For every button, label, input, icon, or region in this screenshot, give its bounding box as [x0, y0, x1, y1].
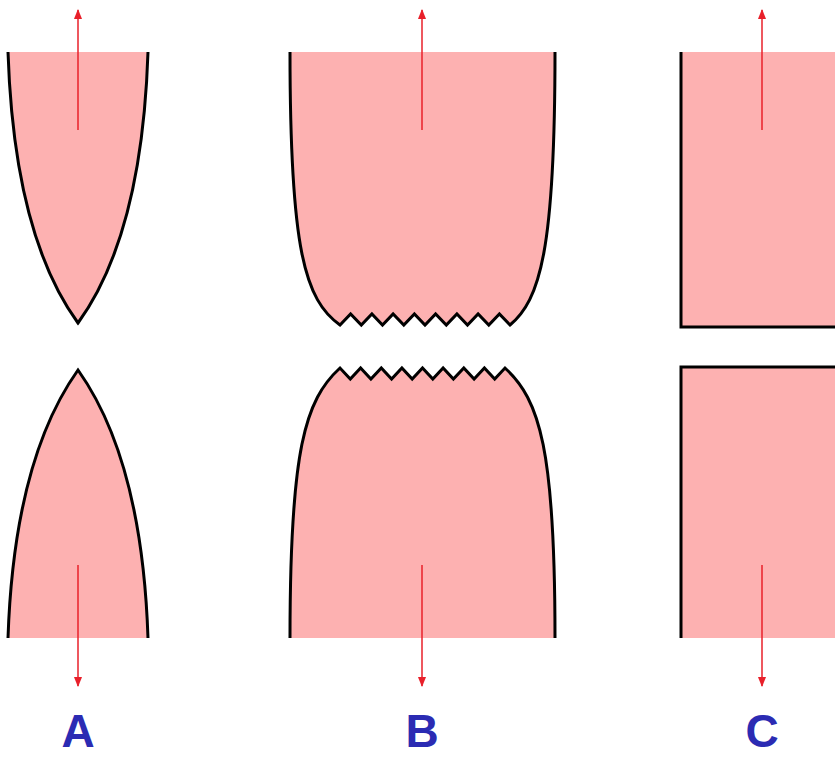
brittle-specimen: [680, 10, 835, 686]
case-label: B: [405, 708, 438, 754]
ductile-specimen: [8, 10, 148, 686]
moderately-ductile-specimen: [290, 10, 555, 686]
case-label: C: [745, 708, 778, 754]
case-label: A: [61, 708, 94, 754]
